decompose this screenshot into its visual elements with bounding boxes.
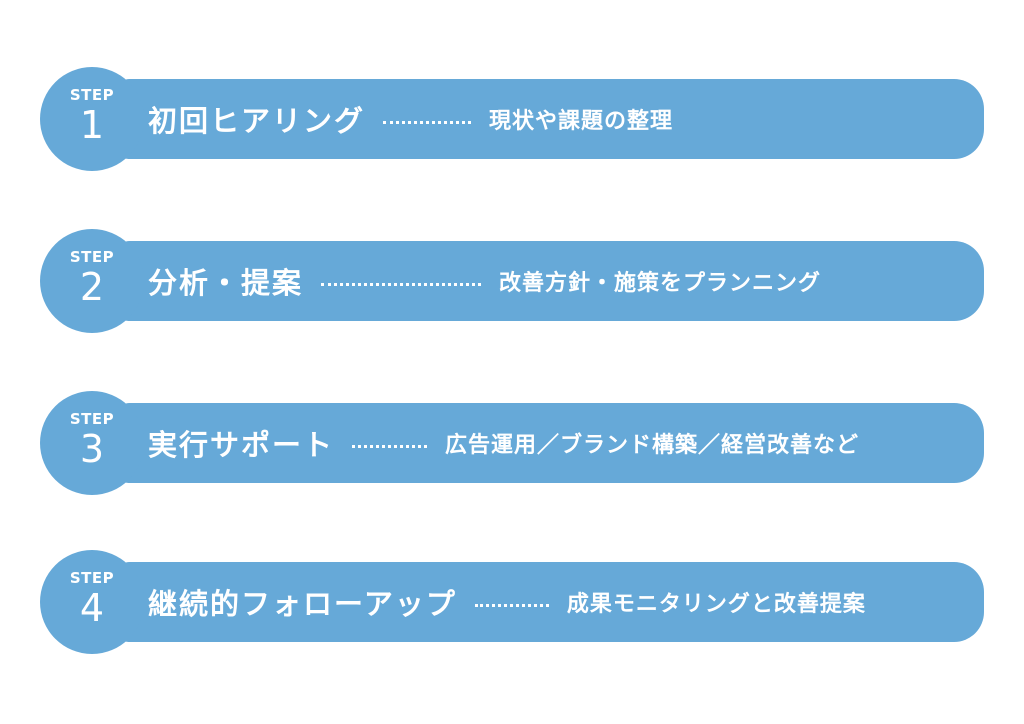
step-3: STEP 3 実行サポート 広告運用／ブランド構築／経営改善など	[0, 391, 1024, 495]
step-number: 3	[79, 427, 105, 471]
dotted-leader	[321, 282, 482, 286]
step-badge: STEP 3	[40, 391, 144, 495]
dotted-leader	[352, 444, 428, 448]
step-description: 現状や課題の整理	[489, 109, 674, 134]
step-description: 成果モニタリングと改善提案	[566, 592, 866, 617]
step-4: STEP 4 継続的フォローアップ 成果モニタリングと改善提案	[0, 550, 1024, 654]
step-title: 分析・提案	[148, 266, 304, 300]
step-bar	[100, 79, 984, 159]
step-1: STEP 1 初回ヒアリング 現状や課題の整理	[0, 67, 1024, 171]
dotted-leader	[383, 120, 472, 124]
dotted-leader	[474, 603, 549, 607]
step-title: 初回ヒアリング	[148, 104, 366, 138]
step-bar	[100, 241, 984, 321]
step-number: 4	[79, 586, 105, 630]
step-bar	[100, 403, 984, 483]
step-badge: STEP 1	[40, 67, 144, 171]
step-number: 1	[79, 103, 105, 147]
step-badge: STEP 2	[40, 229, 144, 333]
step-bar	[100, 562, 984, 642]
step-2: STEP 2 分析・提案 改善方針・施策をプランニング	[0, 229, 1024, 333]
step-number: 2	[79, 265, 105, 309]
step-label: STEP	[69, 569, 115, 587]
step-description: 改善方針・施策をプランニング	[499, 271, 822, 296]
step-title: 継続的フォローアップ	[148, 587, 457, 621]
step-label: STEP	[69, 86, 115, 104]
step-badge: STEP 4	[40, 550, 144, 654]
step-label: STEP	[69, 248, 115, 266]
step-description: 広告運用／ブランド構築／経営改善など	[445, 433, 860, 458]
step-label: STEP	[69, 410, 115, 428]
step-title: 実行サポート	[148, 428, 335, 462]
